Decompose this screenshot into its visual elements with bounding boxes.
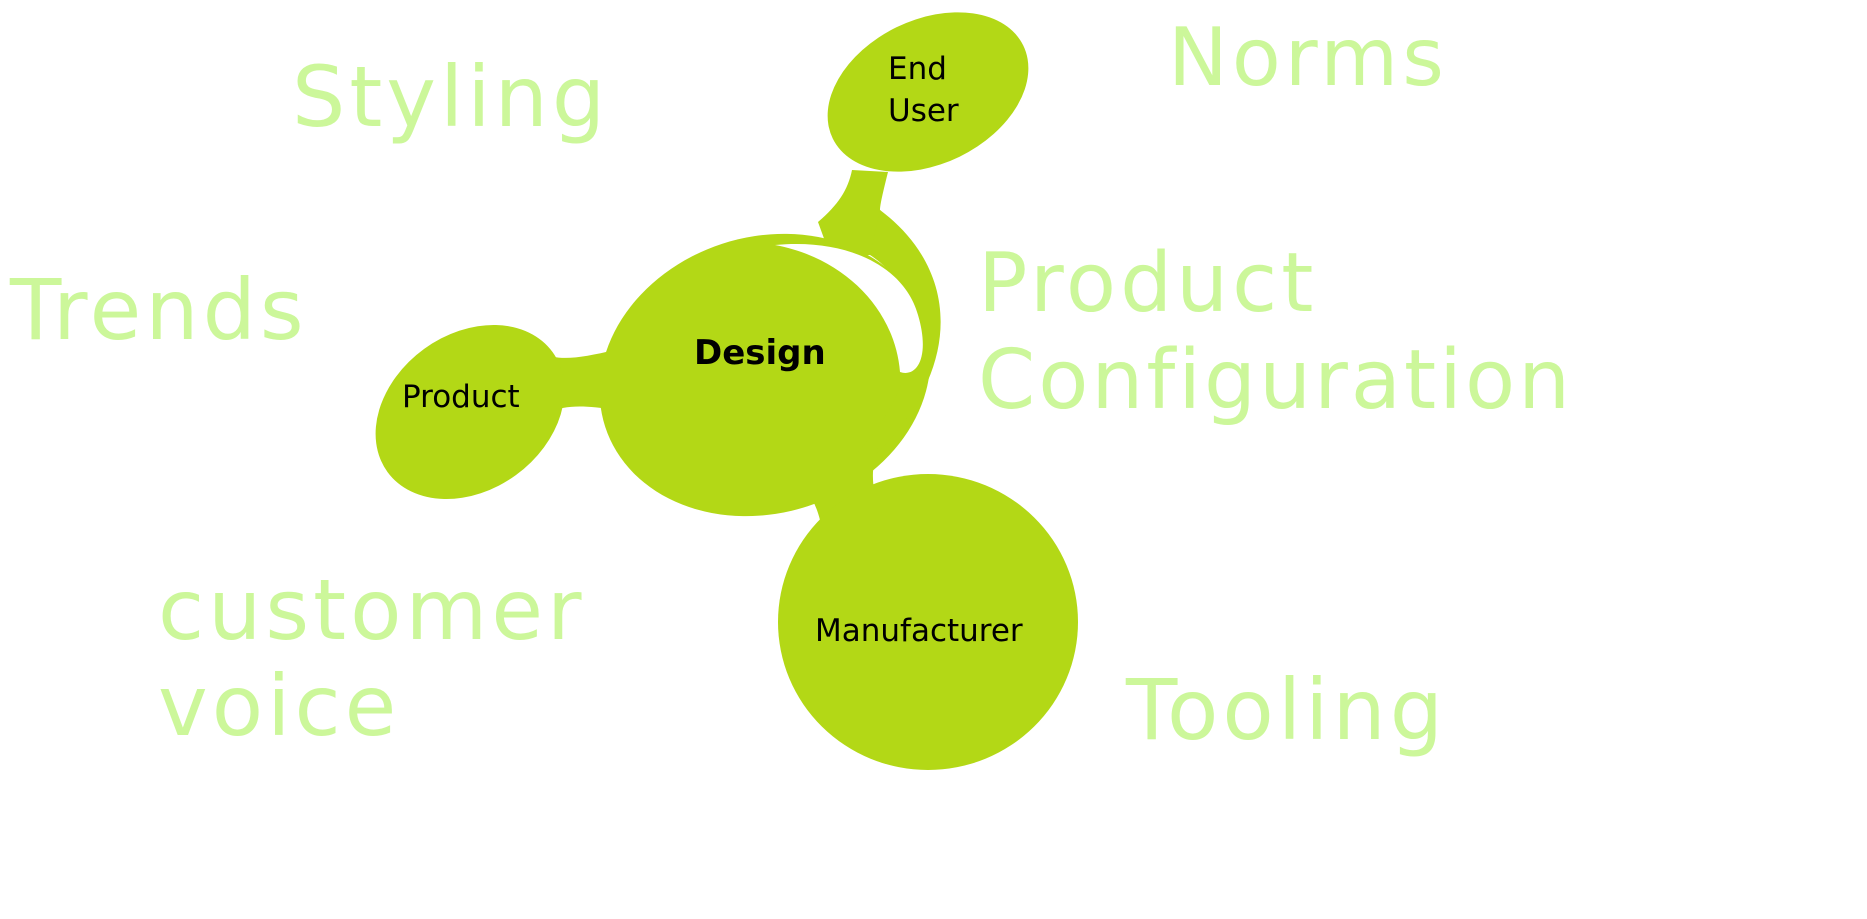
node-label-end-user-line2: User (888, 93, 959, 129)
product-blob (375, 324, 565, 500)
end-user-blob (827, 12, 1029, 172)
blob-group (375, 12, 1078, 770)
node-label-design: Design (694, 333, 826, 373)
node-label-manufacturer: Manufacturer (815, 613, 1023, 649)
keyword-norms: Norms (1168, 11, 1448, 104)
keyword-customer-voice-line1: customer (158, 561, 586, 659)
keyword-customer-voice-line2: voice (158, 657, 401, 755)
node-label-product: Product (402, 379, 520, 415)
keyword-tooling: Tooling (1126, 661, 1448, 759)
manufacturer-blob (778, 474, 1078, 770)
keyword-product-configuration-line1: Product (978, 236, 1318, 331)
design-arc-band (855, 210, 941, 467)
keyword-product-configuration-line2: Configuration (978, 333, 1574, 428)
design-blob (599, 233, 931, 517)
crescent-cutout (775, 243, 923, 373)
keyword-trends: Trends (10, 261, 308, 359)
node-label-end-user-line1: End (888, 51, 947, 87)
keyword-styling: Styling (292, 48, 610, 146)
